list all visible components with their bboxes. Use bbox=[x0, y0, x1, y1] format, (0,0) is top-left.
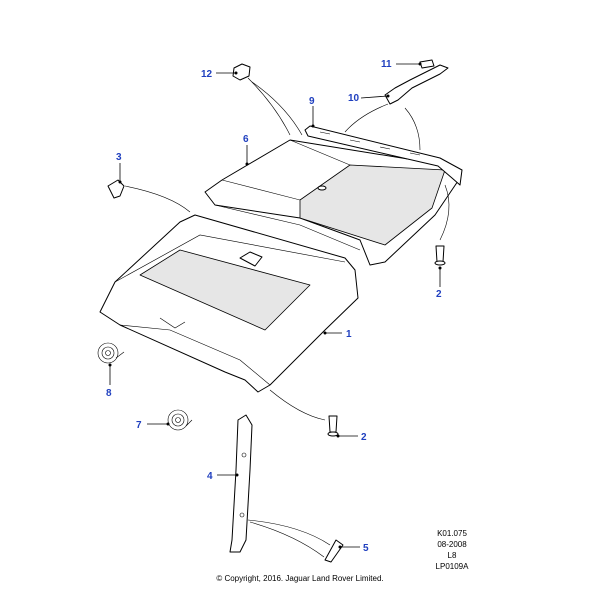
reference-block: K01.075 08-2008 L8 LP0109A bbox=[420, 528, 484, 572]
part-1-headlining[interactable] bbox=[99, 214, 359, 393]
callout-11[interactable]: 11 bbox=[381, 59, 422, 70]
callout-1[interactable]: 1 bbox=[323, 329, 353, 340]
callout-12[interactable]: 12 bbox=[201, 69, 238, 80]
callout-4[interactable]: 4 bbox=[207, 471, 239, 482]
callout-6[interactable]: 6 bbox=[243, 134, 249, 166]
callout-7[interactable]: 7 bbox=[136, 420, 170, 431]
svg-text:1: 1 bbox=[346, 329, 352, 340]
part-4-pillar-trim[interactable] bbox=[229, 414, 253, 553]
part-2-screw-lower[interactable] bbox=[327, 415, 339, 437]
svg-text:5: 5 bbox=[363, 543, 369, 554]
part-10-handle[interactable] bbox=[384, 64, 449, 105]
part-9-rail[interactable] bbox=[304, 125, 463, 186]
svg-text:2: 2 bbox=[361, 432, 367, 443]
svg-text:2: 2 bbox=[436, 289, 442, 300]
part-8-coil[interactable] bbox=[97, 342, 125, 364]
svg-text:9: 9 bbox=[309, 96, 315, 107]
svg-text:11: 11 bbox=[381, 59, 392, 70]
svg-text:3: 3 bbox=[116, 152, 122, 163]
part-5-fastener[interactable] bbox=[324, 539, 344, 563]
callout-3[interactable]: 3 bbox=[116, 152, 122, 184]
reference-plate: LP0109A bbox=[435, 562, 469, 571]
callout-9[interactable]: 9 bbox=[309, 96, 315, 128]
part-12-clip[interactable] bbox=[232, 63, 251, 81]
svg-text:6: 6 bbox=[243, 134, 249, 145]
copyright-notice: © Copyright, 2016. Jaguar Land Rover Lim… bbox=[216, 574, 384, 583]
svg-text:7: 7 bbox=[136, 420, 142, 431]
part-6-front-headlining[interactable] bbox=[204, 139, 461, 266]
part-11-clip[interactable] bbox=[419, 59, 435, 69]
part-3-push-clip[interactable] bbox=[107, 179, 125, 199]
callout-5[interactable]: 5 bbox=[338, 543, 370, 554]
reference-revision: L8 bbox=[447, 551, 457, 560]
part-7-coil[interactable] bbox=[167, 409, 193, 431]
association-lines bbox=[124, 77, 450, 558]
reference-date: 08-2008 bbox=[437, 540, 467, 549]
part-2-screw-upper[interactable] bbox=[434, 245, 446, 266]
callout-2-upper[interactable]: 2 bbox=[436, 266, 442, 301]
svg-text:10: 10 bbox=[348, 93, 360, 104]
reference-code: K01.075 bbox=[437, 529, 467, 538]
callout-2-lower[interactable]: 2 bbox=[336, 432, 368, 443]
callout-8[interactable]: 8 bbox=[106, 363, 112, 400]
svg-text:4: 4 bbox=[207, 471, 213, 482]
svg-text:8: 8 bbox=[106, 388, 112, 399]
callout-10[interactable]: 10 bbox=[348, 93, 390, 104]
svg-text:12: 12 bbox=[201, 69, 213, 80]
